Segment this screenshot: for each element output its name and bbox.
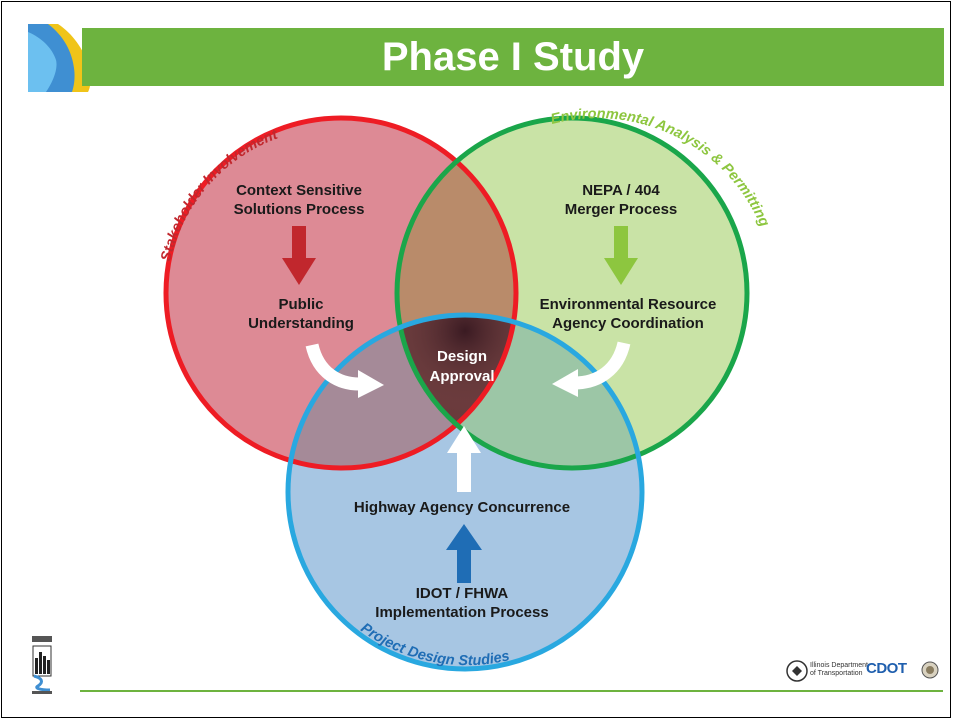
project-bottom-line-2: Implementation Process	[375, 604, 548, 621]
skyline-logo-icon	[32, 636, 52, 694]
project-up-arrow	[447, 426, 481, 492]
center-line-2: Approval	[429, 368, 494, 385]
environmental-top-line-1: NEPA / 404	[582, 182, 660, 199]
idot-text: Illinois Department of Transportation	[810, 662, 868, 678]
environmental-bottom-line-1: Environmental Resource	[540, 296, 717, 313]
environmental-bottom-line-2: Agency Coordination	[552, 315, 704, 332]
environmental-top-line-2: Merger Process	[565, 201, 678, 218]
footer-rule	[80, 690, 943, 692]
idot-logo-icon	[786, 660, 808, 682]
project-circle-outline	[285, 312, 645, 672]
project-bottom-line-1: IDOT / FHWA	[416, 585, 509, 602]
project-blue-up-arrow	[446, 524, 482, 583]
overlap-red-blue	[288, 315, 516, 468]
logo-wave-icon	[28, 24, 91, 92]
stakeholder-top-line-2: Solutions Process	[234, 201, 365, 218]
stakeholder-bottom-line-2: Understanding	[248, 315, 354, 332]
environmental-down-arrow	[604, 226, 638, 285]
stakeholder-circle-outline	[163, 115, 519, 471]
idot-line-1: Illinois Department	[810, 662, 868, 669]
overlap-green-blue	[397, 315, 642, 468]
environmental-circle-outline	[394, 115, 750, 471]
stakeholder-top-line-1: Context Sensitive	[236, 182, 362, 199]
stakeholder-curved-arrow	[305, 343, 384, 398]
idot-line-2: of Transportation	[810, 670, 863, 677]
title-bar	[82, 28, 944, 86]
project-top-line-1: Highway Agency Concurrence	[354, 499, 570, 516]
environmental-curved-arrow	[552, 341, 631, 397]
cdot-logo: CDOT	[866, 660, 907, 677]
stakeholder-bottom-line-1: Public	[278, 296, 323, 313]
center-line-1: Design	[437, 348, 487, 365]
city-seal-icon	[921, 661, 939, 679]
stakeholder-down-arrow	[282, 226, 316, 285]
slide-title: Phase I Study	[381, 35, 645, 79]
